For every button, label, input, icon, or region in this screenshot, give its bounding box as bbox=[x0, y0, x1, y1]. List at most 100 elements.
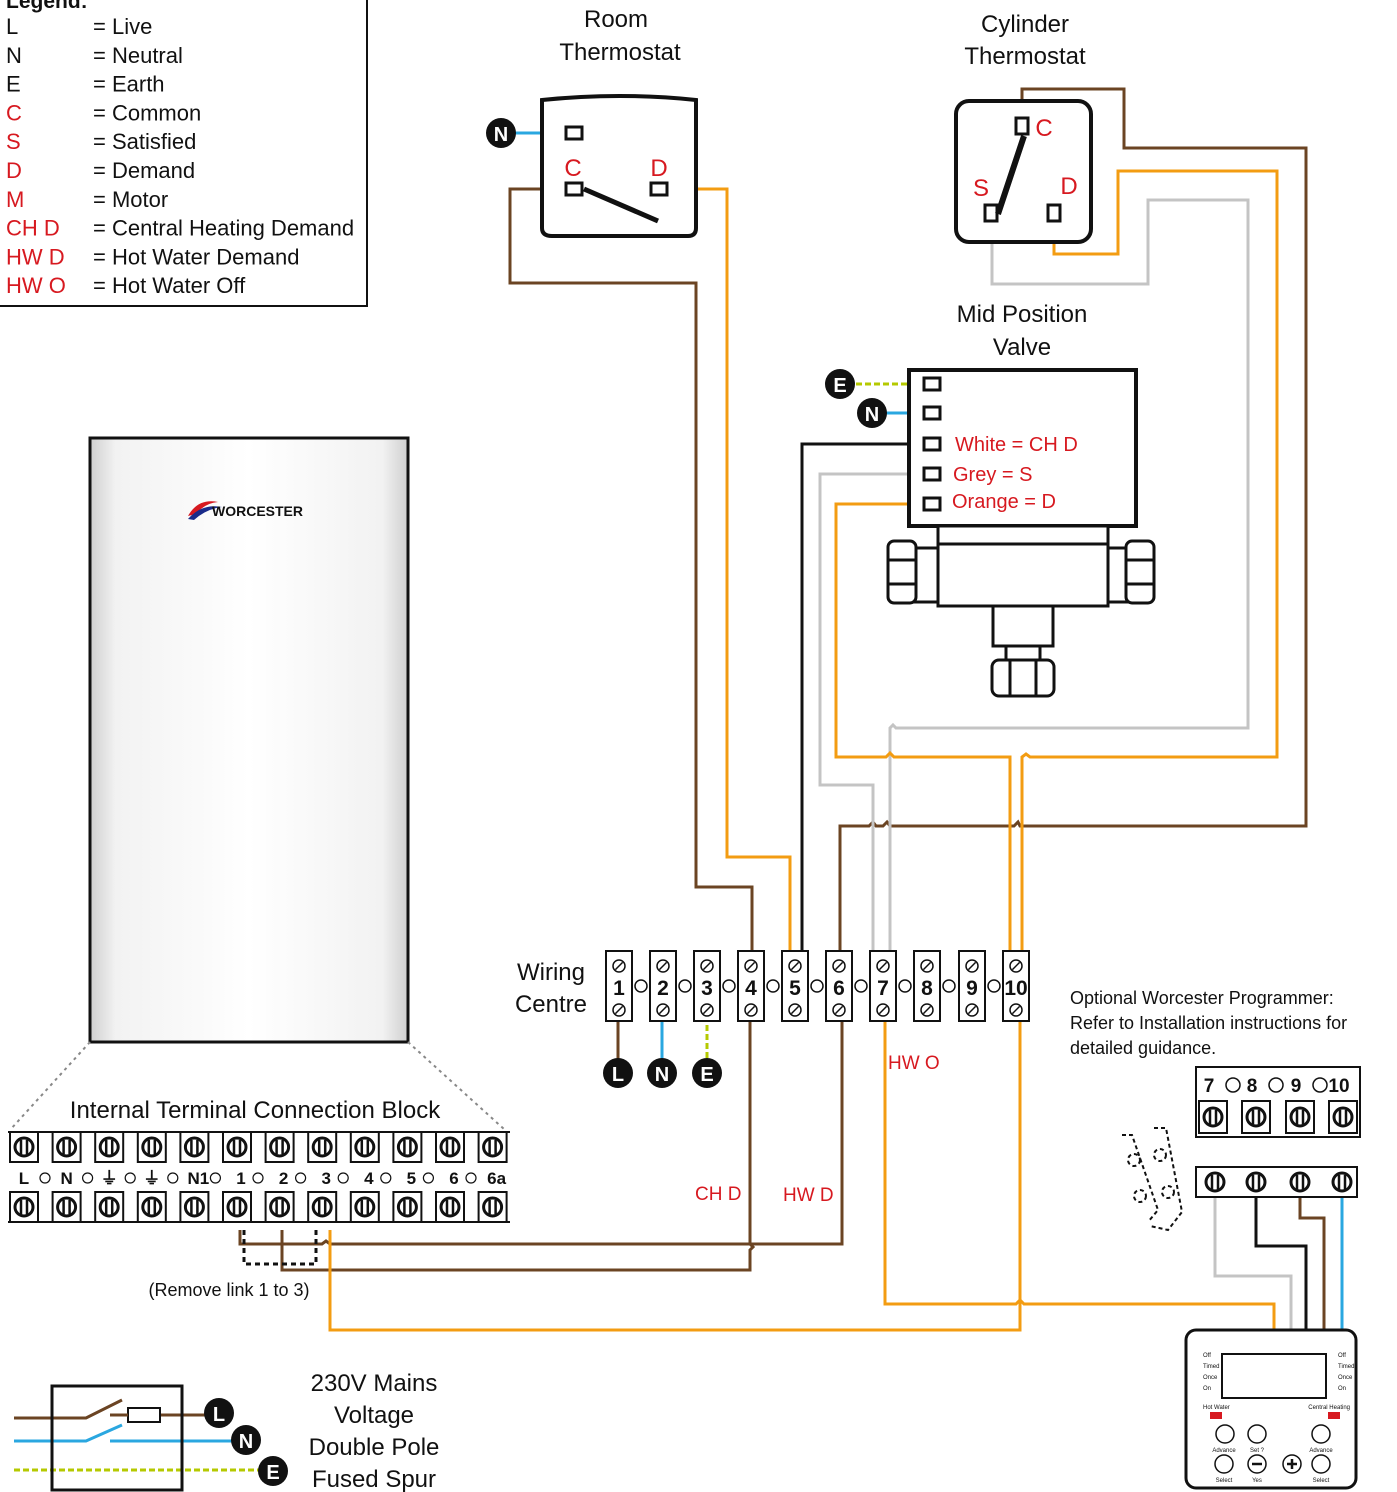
wc-terminal-10: 10 bbox=[1002, 950, 1030, 1022]
wc-terminal-label: 6 bbox=[833, 977, 845, 1000]
legend-desc: = Live bbox=[93, 14, 152, 39]
tb-terminal: 1 bbox=[222, 1131, 252, 1223]
tb-terminal: 4 bbox=[349, 1131, 380, 1223]
screw-icon bbox=[700, 1003, 714, 1017]
wire-valve-grey bbox=[818, 472, 930, 963]
tb-link-hole bbox=[295, 1172, 307, 1184]
tb-link-hole bbox=[209, 1172, 221, 1184]
wc-terminal-6: 6 bbox=[825, 950, 853, 1022]
yes-label: Yes bbox=[1252, 1478, 1262, 1484]
wc-n-label: N bbox=[655, 1064, 669, 1086]
wc-terminal-label: 2 bbox=[657, 977, 669, 1000]
wc-terminal-label: 4 bbox=[745, 977, 757, 1000]
hw-mode-label: Off bbox=[1203, 1353, 1211, 1359]
room-n-label: N bbox=[494, 124, 508, 146]
ch-select-button[interactable] bbox=[1311, 1454, 1331, 1474]
cyl-switch-arm bbox=[995, 135, 1027, 215]
ch-mode-label: On bbox=[1338, 1386, 1346, 1392]
screw-icon bbox=[788, 1003, 802, 1017]
tb-terminal: N bbox=[51, 1131, 82, 1223]
tb-link-hole bbox=[337, 1172, 349, 1184]
wc-link-hole bbox=[810, 979, 824, 993]
set-label: Set ? bbox=[1250, 1448, 1265, 1454]
hot-water-led bbox=[1210, 1412, 1222, 1419]
spur-l-label: L bbox=[213, 1404, 225, 1426]
legend-code: D bbox=[6, 158, 22, 183]
programmer-terminal-label: 10 bbox=[1328, 1076, 1349, 1097]
boiler: WORCESTER bbox=[9, 436, 506, 1131]
screw-icon bbox=[482, 1136, 504, 1158]
hw-mode-label: On bbox=[1203, 1386, 1211, 1392]
room-n-badge bbox=[486, 118, 516, 148]
wc-terminal-label: 1 bbox=[613, 977, 625, 1000]
wc-e-label: E bbox=[700, 1064, 713, 1086]
valve-terminal-n bbox=[922, 405, 942, 421]
tb-terminal-label: 4 bbox=[364, 1169, 374, 1188]
wires bbox=[14, 87, 1344, 1472]
tb-link-hole bbox=[380, 1172, 392, 1184]
legend-code: N bbox=[6, 43, 22, 68]
legend-box bbox=[0, 0, 368, 307]
valve-terminal-orange bbox=[922, 496, 942, 512]
cylinder-thermostat-title-2: Thermostat bbox=[964, 43, 1086, 70]
legend-code: L bbox=[6, 14, 18, 39]
wc-l-badge bbox=[603, 1058, 633, 1088]
tb-link-hole bbox=[422, 1172, 434, 1184]
tb-terminal-label: ⏚ bbox=[101, 1169, 118, 1188]
screw-icon bbox=[832, 1003, 846, 1017]
hw-select-button[interactable] bbox=[1214, 1454, 1234, 1474]
tb-link-hole bbox=[124, 1172, 136, 1184]
legend-desc: = Central Heating Demand bbox=[93, 216, 354, 241]
tb-terminal-label: N1 bbox=[188, 1169, 210, 1188]
valve-body bbox=[886, 524, 1156, 698]
cylinder-thermostat: Cylinder Thermostat C S D bbox=[954, 11, 1093, 244]
spur-title-1: 230V Mains bbox=[311, 1370, 438, 1397]
legend-desc: = Neutral bbox=[93, 43, 183, 68]
spur-n-label: N bbox=[239, 1431, 253, 1453]
ch-mode-label: Timed bbox=[1338, 1364, 1354, 1370]
terminal-block-title: Internal Terminal Connection Block bbox=[70, 1097, 441, 1124]
programmer-link-hole bbox=[1268, 1077, 1284, 1093]
tb-terminal: 2 bbox=[264, 1131, 295, 1223]
screw-icon bbox=[354, 1196, 376, 1218]
cylinder-thermostat-title-1: Cylinder bbox=[981, 11, 1069, 38]
programmer-display bbox=[1221, 1353, 1327, 1399]
screw-icon bbox=[98, 1196, 120, 1218]
terminal-block-note: (Remove link 1 to 3) bbox=[148, 1280, 309, 1300]
wire-valve-orange bbox=[834, 502, 1012, 963]
screw-icon bbox=[439, 1136, 461, 1158]
tb-terminal: ⏚ bbox=[136, 1131, 167, 1223]
legend-desc: = Common bbox=[93, 100, 201, 125]
wc-n-badge bbox=[647, 1058, 677, 1088]
room-terminal-c bbox=[564, 181, 584, 197]
set-button[interactable] bbox=[1247, 1424, 1267, 1444]
wc-link-hole bbox=[766, 979, 780, 993]
tb-link-hole bbox=[81, 1172, 94, 1184]
programmer-link-hole bbox=[1225, 1077, 1241, 1093]
screw-icon bbox=[226, 1196, 248, 1218]
boiler-callout-right bbox=[407, 1041, 506, 1131]
spur-e-badge bbox=[258, 1456, 288, 1486]
hw-advance-button[interactable] bbox=[1215, 1424, 1235, 1444]
screw-icon bbox=[439, 1196, 461, 1218]
screw-icon bbox=[788, 959, 802, 973]
programmer-link-hole bbox=[1312, 1077, 1328, 1093]
programmer-note-3: detailed guidance. bbox=[1070, 1038, 1216, 1058]
valve-terminal-grey bbox=[922, 466, 942, 482]
wire-valve-white bbox=[800, 442, 930, 963]
screw-icon bbox=[141, 1196, 163, 1218]
ch-advance-label: Advance bbox=[1309, 1448, 1333, 1454]
tb-terminal-label: 3 bbox=[321, 1169, 330, 1188]
legend-code: M bbox=[6, 187, 24, 212]
screw-icon bbox=[656, 959, 670, 973]
legend-code: E bbox=[6, 72, 21, 97]
wire-prog-9 bbox=[1298, 1196, 1326, 1330]
screw-icon bbox=[656, 1003, 670, 1017]
valve-title-1: Mid Position bbox=[957, 301, 1088, 328]
screw-icon bbox=[13, 1136, 35, 1158]
ch-advance-button[interactable] bbox=[1311, 1424, 1331, 1444]
legend-code: S bbox=[6, 129, 21, 154]
wc-link-hole bbox=[634, 979, 648, 993]
